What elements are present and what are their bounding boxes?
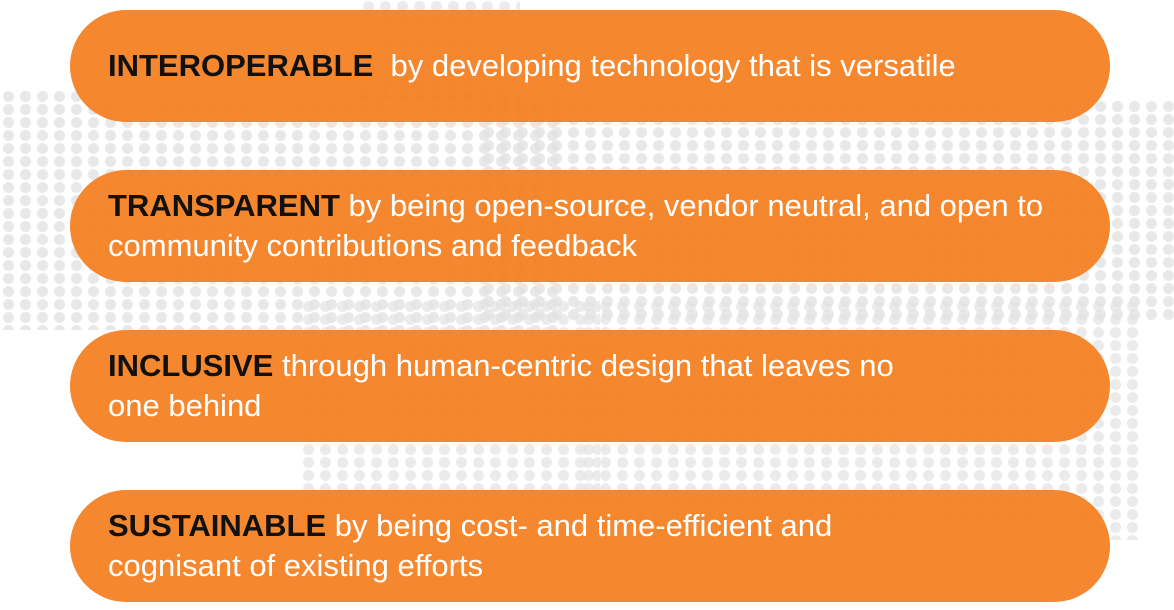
principle-keyword: INCLUSIVE: [108, 348, 274, 383]
principle-description: by being open-source, vendor neutral, an…: [108, 188, 1044, 263]
principle-keyword: TRANSPARENT: [108, 188, 340, 223]
principle-transparent: TRANSPARENT by being open-source, vendor…: [70, 170, 1110, 282]
principle-interoperable: INTEROPERABLE by developing technology t…: [70, 10, 1110, 122]
principle-inclusive: INCLUSIVE through human-centric design t…: [70, 330, 1110, 442]
principle-description: by developing technology that is versati…: [373, 48, 956, 83]
principle-sustainable: SUSTAINABLE by being cost- and time-effi…: [70, 490, 1110, 602]
principle-description: through human-centric design that leaves…: [108, 348, 894, 423]
principle-description: by being cost- and time-efficient and co…: [108, 508, 833, 583]
principle-keyword: SUSTAINABLE: [108, 508, 327, 543]
principle-keyword: INTEROPERABLE: [108, 48, 374, 83]
